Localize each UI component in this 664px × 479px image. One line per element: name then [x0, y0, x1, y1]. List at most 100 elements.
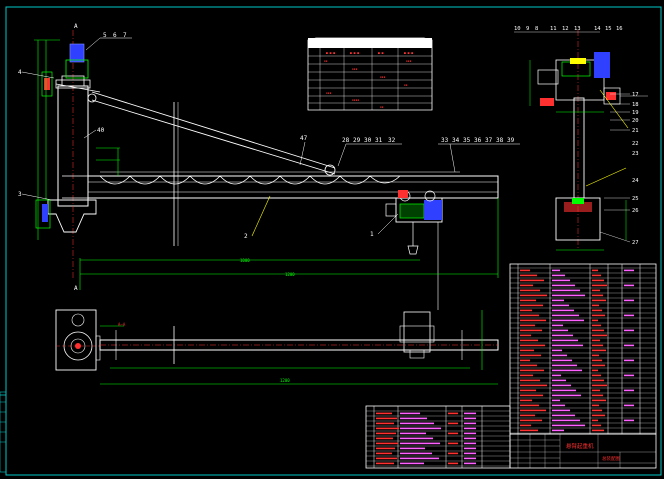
illegible-cell-text	[464, 412, 476, 415]
illegible-cell-text	[520, 354, 541, 357]
svg-text:1000: 1000	[240, 258, 250, 263]
illegible-cell-text	[592, 299, 606, 302]
illegible-cell-text	[592, 374, 601, 377]
side-callouts: 10 9 8 11 12 13 14 15 16 17 18 19 20 21 …	[514, 26, 648, 246]
illegible-cell-text	[552, 379, 566, 382]
illegible-cell-text	[592, 309, 602, 312]
illegible-cell-text	[520, 319, 546, 322]
illegible-cell-text	[552, 304, 569, 307]
callout-label: 27	[632, 240, 639, 246]
illegible-cell-text	[592, 324, 601, 327]
illegible-cell-text	[592, 384, 607, 387]
illegible-cell-text	[592, 349, 606, 352]
illegible-cell-text	[520, 424, 531, 427]
illegible-cell-text	[592, 424, 601, 427]
illegible-cell-text	[520, 274, 537, 277]
tie-rod-upper	[91, 91, 336, 169]
illegible-cell-text	[592, 319, 598, 322]
illegible-cell-text	[592, 294, 603, 297]
svg-text:▪▪: ▪▪	[404, 83, 408, 87]
illegible-cell-text	[592, 414, 605, 417]
illegible-cell-text	[592, 279, 604, 282]
illegible-cell-text	[552, 414, 575, 417]
callout-label: 9	[526, 26, 529, 32]
illegible-cell-text	[552, 409, 570, 412]
illegible-cell-text	[592, 394, 603, 397]
front-callouts: 4 3 5 6 7 40 47 28 29 30 31 32 33 34 35 …	[18, 32, 520, 240]
callout-label: 19	[632, 110, 639, 116]
callout-label: 29	[353, 137, 361, 144]
illegible-cell-text	[592, 364, 605, 367]
illegible-cell-text	[592, 314, 605, 317]
illegible-cell-text	[464, 452, 476, 455]
illegible-cell-text	[592, 304, 599, 307]
callout-label: 11	[550, 26, 557, 32]
illegible-cell-text	[552, 294, 585, 297]
material-table	[365, 405, 511, 469]
illegible-cell-text	[552, 399, 560, 402]
callout-label: 33	[441, 137, 449, 144]
illegible-cell-text	[552, 349, 562, 352]
illegible-cell-text	[552, 419, 580, 422]
illegible-cell-text	[592, 339, 600, 342]
illegible-cell-text	[520, 294, 547, 297]
callout-label: 12	[562, 26, 569, 32]
illegible-cell-text	[552, 339, 578, 342]
illegible-cell-text	[376, 417, 397, 420]
illegible-cell-text	[592, 389, 600, 392]
illegible-cell-text	[376, 447, 395, 450]
callout-label: 32	[388, 137, 396, 144]
illegible-cell-text	[624, 404, 634, 407]
svg-text:▪▪▪▪: ▪▪▪▪	[352, 98, 359, 102]
svg-text:■ ■ ■: ■ ■ ■	[404, 51, 413, 55]
illegible-cell-text	[552, 384, 571, 387]
illegible-cell-text	[520, 304, 543, 307]
illegible-cell-text	[592, 334, 607, 337]
illegible-cell-text	[624, 269, 634, 272]
tie-rod-lower	[91, 99, 336, 175]
illegible-cell-text	[400, 447, 425, 450]
front-dimensions	[34, 39, 499, 290]
illegible-cell-text	[592, 329, 604, 332]
callout-label: 4	[18, 69, 22, 76]
illegible-cell-text	[520, 384, 547, 387]
illegible-cell-text	[520, 359, 530, 362]
illegible-cell-text	[520, 419, 542, 422]
illegible-cell-text	[376, 457, 397, 460]
illegible-cell-text	[592, 404, 599, 407]
callout-label: 24	[632, 178, 639, 184]
callout-label: 10	[514, 26, 521, 32]
illegible-cell-text	[520, 269, 530, 272]
svg-text:■ ■: ■ ■	[378, 51, 384, 55]
illegible-cell-text	[552, 344, 583, 347]
illegible-cell-text	[552, 394, 581, 397]
illegible-cell-text	[552, 324, 563, 327]
callout-label: 26	[632, 208, 639, 214]
illegible-cell-text	[552, 269, 560, 272]
illegible-cell-text	[448, 422, 458, 425]
illegible-cell-text	[376, 412, 392, 415]
illegible-cell-text	[592, 284, 607, 287]
illegible-cell-text	[624, 419, 634, 422]
illegible-cell-text	[464, 442, 476, 445]
illegible-cell-text	[552, 284, 575, 287]
svg-text:▪▪: ▪▪	[380, 105, 384, 109]
illegible-cell-text	[520, 344, 545, 347]
illegible-cell-text	[552, 359, 572, 362]
illegible-cell-text	[520, 369, 544, 372]
illegible-cell-text	[592, 419, 598, 422]
illegible-cell-text	[520, 284, 533, 287]
illegible-cell-text	[592, 344, 603, 347]
callout-label: 5	[103, 32, 107, 39]
illegible-cell-text	[520, 334, 531, 337]
callout-label: 47	[300, 135, 308, 142]
section-mark-bottom: A	[74, 285, 78, 292]
callout-label: 35	[463, 137, 471, 144]
illegible-cell-text	[592, 289, 600, 292]
illegible-cell-text	[552, 314, 579, 317]
illegible-cell-text	[552, 389, 576, 392]
illegible-cell-text	[592, 354, 599, 357]
plan-hoist	[403, 311, 431, 353]
illegible-cell-text	[400, 412, 420, 415]
drawing-number: 总装配图	[602, 455, 620, 462]
